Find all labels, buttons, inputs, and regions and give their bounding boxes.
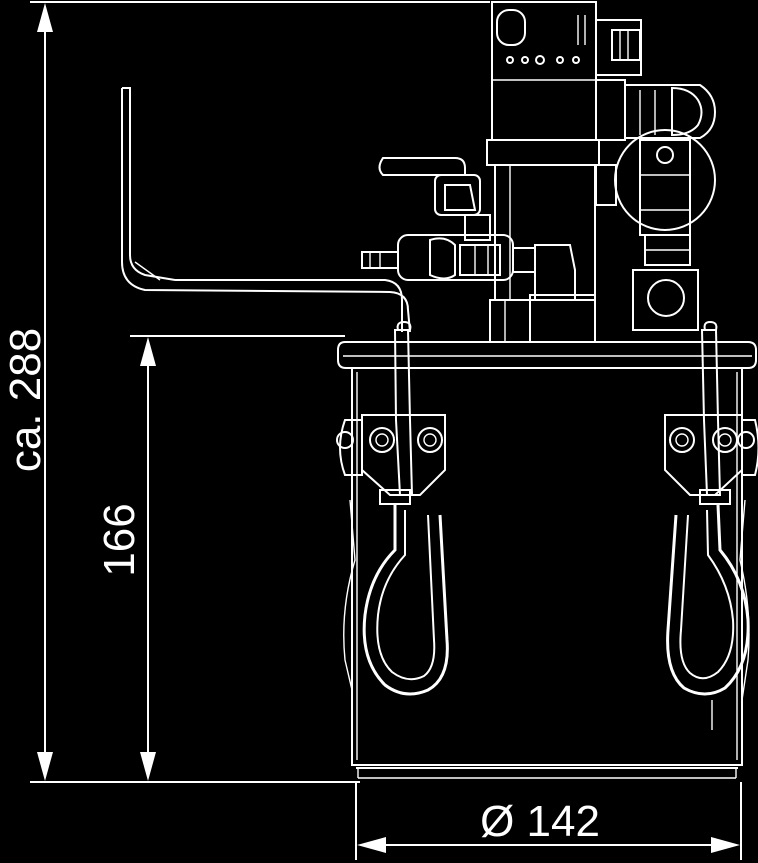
arrow-bottom (37, 752, 53, 781)
pressure-regulator (595, 129, 716, 331)
right-clamp-hook (700, 329, 722, 496)
pump-assembly (486, 1, 600, 343)
pump-base (489, 299, 596, 343)
arrow-top (37, 3, 53, 32)
arrow-tank-bottom (140, 752, 156, 781)
dimension-tank-height: 166 (95, 335, 345, 781)
right-clamp (664, 320, 758, 730)
left-clamp (336, 320, 449, 696)
hose-nipple (361, 251, 399, 269)
bracket-arm (121, 87, 411, 333)
dimension-total-height: ca. 288 (1, 1, 490, 783)
ball-valve (361, 157, 576, 301)
fitting-elbow (624, 84, 717, 139)
regulator-body (632, 269, 699, 331)
valve-lever (378, 157, 466, 176)
dimension-diameter: Ø 142 (355, 782, 742, 860)
arrow-right (711, 837, 740, 853)
left-clamp-handle (362, 505, 449, 696)
left-clamp-hook (393, 329, 414, 496)
arrow-left (357, 837, 386, 853)
pump-collar (486, 139, 600, 166)
right-clamp-handle (666, 504, 750, 696)
dimension-label-diameter: Ø 142 (480, 797, 600, 846)
motor-housing (491, 1, 597, 141)
left-clamp-bracket (361, 414, 446, 496)
tank-lid (337, 341, 757, 369)
dimension-label-tank-height: 166 (95, 503, 144, 576)
arrow-tank-top (140, 337, 156, 366)
solenoid-valve (595, 19, 717, 141)
dimension-label-total-height: ca. 288 (1, 328, 50, 472)
